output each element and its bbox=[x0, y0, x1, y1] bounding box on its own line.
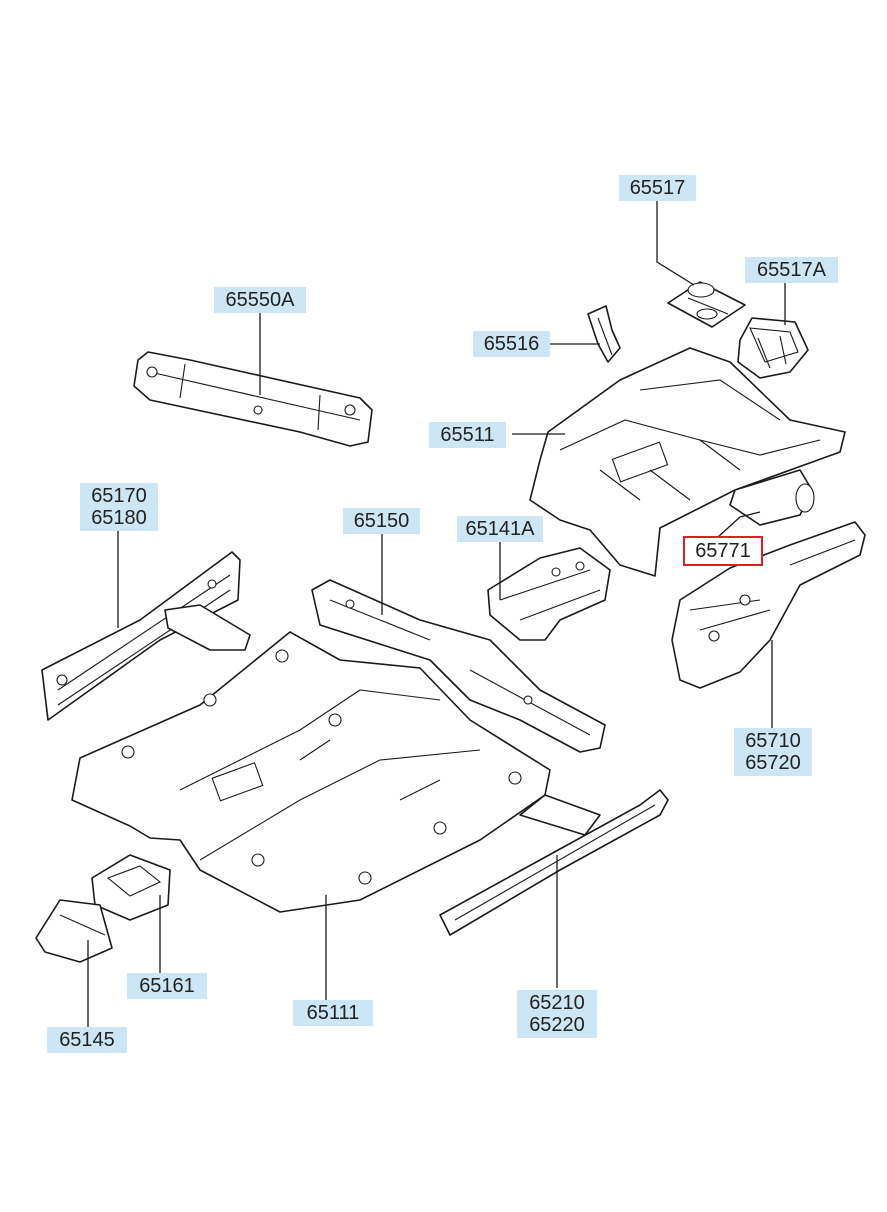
part-65145-bracket bbox=[35, 899, 113, 963]
part-65710-side-member bbox=[671, 521, 866, 689]
label-65141A[interactable]: 65141A bbox=[457, 516, 543, 542]
part-65210-side-sill bbox=[439, 789, 669, 936]
label-65550A[interactable]: 65550A bbox=[214, 287, 306, 313]
part-65516-bracket bbox=[587, 305, 621, 363]
label-65511[interactable]: 65511 bbox=[429, 422, 506, 448]
label-65150[interactable]: 65150 bbox=[343, 508, 420, 534]
part-65111-front-floor bbox=[71, 631, 551, 913]
label-65161[interactable]: 65161 bbox=[127, 973, 207, 999]
part-65150-center-member bbox=[311, 579, 606, 753]
part-65170-sill bbox=[41, 551, 251, 721]
label-65517[interactable]: 65517 bbox=[619, 175, 696, 201]
part-65517-plate bbox=[667, 281, 746, 328]
label-65516[interactable]: 65516 bbox=[473, 331, 550, 357]
part-65161-bracket bbox=[91, 854, 171, 921]
label-65517A[interactable]: 65517A bbox=[745, 257, 838, 283]
part-65550A-crossmember bbox=[133, 351, 373, 447]
label-65111[interactable]: 65111 bbox=[293, 1000, 373, 1026]
part-65141A-bracket bbox=[487, 547, 611, 641]
part-65517A-bracket bbox=[737, 317, 809, 379]
label-65145[interactable]: 65145 bbox=[47, 1027, 127, 1053]
part-65511-rear-floor bbox=[529, 347, 846, 577]
label-65771[interactable]: 65771 bbox=[683, 536, 763, 566]
